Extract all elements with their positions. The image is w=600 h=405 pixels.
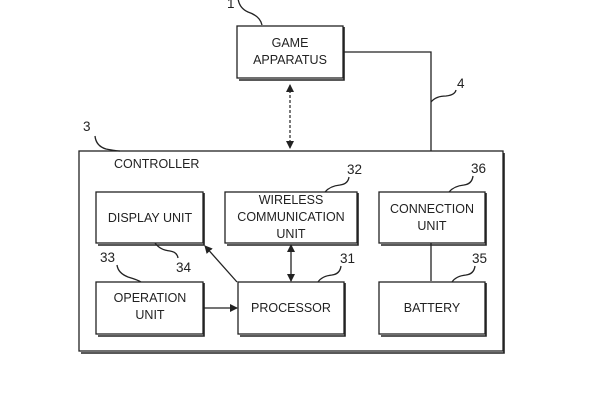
leader-line-34 — [154, 242, 179, 259]
ref-33: 33 — [100, 250, 115, 265]
ref-36: 36 — [471, 161, 486, 176]
leader-line-4 — [430, 89, 457, 103]
ref-4: 4 — [457, 76, 465, 91]
processor-box: PROCESSOR — [237, 281, 346, 337]
leader-line-1 — [237, 0, 263, 26]
game-apparatus-box: GAME APPARATUS — [236, 25, 345, 81]
cable-line — [343, 51, 432, 190]
game-apparatus-label-line1: GAME — [272, 36, 309, 50]
leader-line-33 — [116, 264, 142, 283]
leader-line-32 — [324, 176, 350, 193]
connection-unit-box: CONNECTION UNIT — [378, 191, 487, 246]
processor-display-arrow — [204, 245, 238, 283]
ref-34: 34 — [176, 260, 192, 275]
leader-line-3 — [94, 135, 121, 152]
connection-unit-label-line1: CONNECTION — [390, 202, 474, 216]
controller-title: CONTROLLER — [114, 157, 199, 171]
operation-unit-label-line1: OPERATION — [114, 291, 187, 305]
display-unit-box: DISPLAY UNIT — [95, 191, 205, 246]
wireless-unit-label-line3: UNIT — [276, 227, 306, 241]
ref-31: 31 — [340, 251, 355, 266]
operation-unit-label-line2: UNIT — [135, 308, 165, 322]
wireless-communication-unit-box: WIRELESS COMMUNICATION UNIT — [224, 191, 359, 246]
battery-box: BATTERY — [378, 281, 487, 337]
leader-line-36 — [448, 175, 474, 193]
connection-unit-label-line2: UNIT — [417, 219, 447, 233]
battery-label: BATTERY — [404, 301, 461, 315]
leader-line-31 — [317, 265, 342, 283]
game-apparatus-label-line2: APPARATUS — [253, 53, 327, 67]
operation-unit-box: OPERATION UNIT — [95, 281, 205, 337]
ref-35: 35 — [472, 251, 487, 266]
ref-3: 3 — [83, 119, 91, 134]
processor-label: PROCESSOR — [251, 301, 331, 315]
display-unit-label: DISPLAY UNIT — [108, 211, 193, 225]
ref-1: 1 — [227, 0, 235, 11]
wireless-unit-label-line1: WIRELESS — [259, 193, 324, 207]
leader-line-35 — [451, 265, 476, 283]
ref-32: 32 — [347, 162, 362, 177]
wireless-unit-label-line2: COMMUNICATION — [237, 210, 344, 224]
